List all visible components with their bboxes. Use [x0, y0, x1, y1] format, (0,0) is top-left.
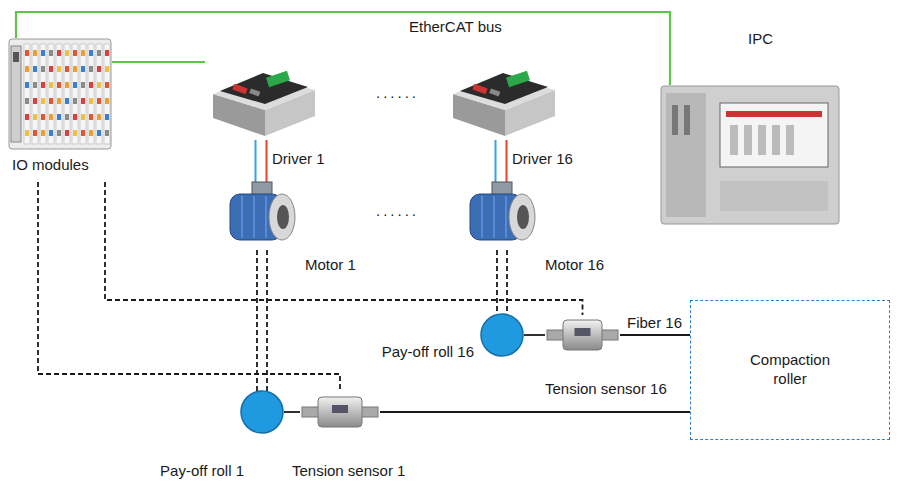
connector-line [506, 250, 508, 314]
connector-line [112, 61, 205, 63]
connector [16, 12, 670, 85]
compaction-roller-box: Compaction roller [690, 300, 890, 440]
connector-line [496, 250, 498, 314]
io-module-rack-picture [8, 38, 112, 150]
connector-line [255, 140, 257, 182]
component-label: IPC [748, 30, 773, 48]
ellipsis-mark: ...... [376, 84, 419, 102]
servo-motor: Motor 1 [222, 180, 302, 250]
connector-line [256, 250, 258, 391]
servo-motor: Motor 16 [462, 180, 542, 250]
ellipsis-mark: ...... [376, 202, 419, 220]
connector-line [524, 334, 545, 336]
connector [380, 412, 690, 413]
component-label: Pay-off roll 1 [160, 462, 244, 480]
pay-off-roll: Pay-off roll 16 [480, 313, 524, 357]
pay-off-roll-picture [480, 313, 524, 357]
bus-label: EtherCAT bus [409, 18, 502, 36]
connector-line [380, 411, 690, 413]
component-label: IO modules [12, 156, 89, 174]
connector [497, 250, 507, 314]
component-label: Pay-off roll 16 [382, 343, 474, 361]
connector-line [38, 182, 340, 392]
servo-motor-picture [462, 180, 542, 250]
connector [38, 182, 340, 392]
connector-line [266, 250, 268, 391]
connector [496, 140, 507, 182]
tension-sensor-picture [300, 392, 380, 432]
tension-sensor-picture [545, 315, 620, 355]
component-label: Driver 1 [272, 150, 325, 168]
connector-line [506, 140, 508, 182]
pay-off-roll: Pay-off roll 1 [240, 390, 284, 434]
servo-driver: Driver 1 [205, 60, 320, 140]
connector [524, 335, 545, 336]
component-label: Motor 16 [545, 256, 604, 274]
industrial-pc-picture [660, 85, 840, 225]
connector [257, 250, 267, 391]
pay-off-roll-picture [240, 390, 284, 434]
tension-sensor: Tension sensor 1 [300, 392, 380, 432]
component-label: Tension sensor 16 [545, 380, 667, 398]
fiber-label: Fiber 16 [627, 314, 682, 332]
connector [105, 182, 583, 315]
connector-line [105, 182, 583, 315]
component-label: Compaction roller [735, 351, 845, 389]
servo-motor-picture [222, 180, 302, 250]
connector [284, 412, 300, 413]
connector [620, 335, 690, 336]
component-label: Tension sensor 1 [292, 462, 405, 480]
connector-line [284, 411, 300, 413]
io-module-rack: IO modules [8, 38, 112, 182]
connector [112, 62, 205, 63]
tension-sensor: Tension sensor 16 [545, 315, 620, 355]
servo-driver: Driver 16 [445, 60, 560, 140]
connector-line [620, 334, 690, 336]
servo-driver-picture [445, 60, 560, 140]
connector-line [266, 140, 268, 182]
connector-line [16, 12, 670, 85]
component-label: Motor 1 [305, 256, 356, 274]
industrial-pc: IPC [660, 85, 840, 225]
connector-line [495, 140, 497, 182]
servo-driver-picture [205, 60, 320, 140]
connector [256, 140, 267, 182]
component-label: Driver 16 [512, 150, 573, 168]
